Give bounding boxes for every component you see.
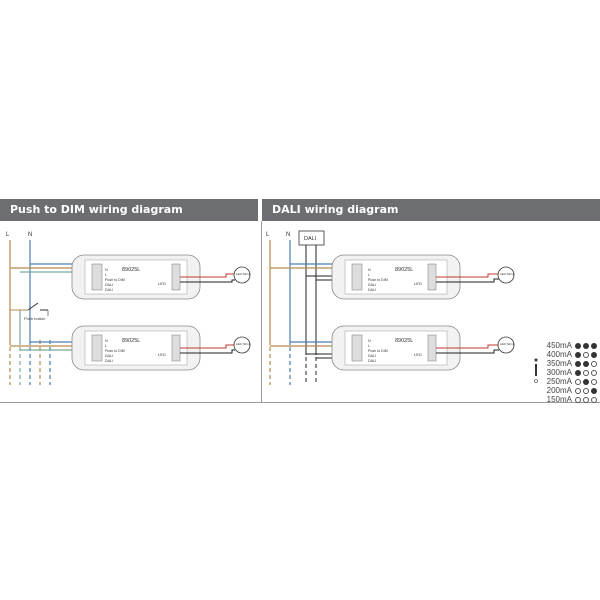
switch-on-icon [583,343,589,349]
switch-off-icon [583,388,589,394]
terminal-label: L [368,344,370,348]
switch-off-icon [591,379,597,385]
led-string-label: LED String [500,342,515,346]
terminal-label: DALI [368,288,376,292]
terminal-label: Push to DIM [368,349,388,353]
neutral-label: N [28,232,32,238]
legend-switch-states [575,378,599,387]
terminal-label: N [105,268,108,272]
terminal-label: L [368,273,370,277]
switch-off-icon [583,352,589,358]
terminal-label: DALI [368,354,376,358]
led-output-label: LED [414,352,422,357]
terminal-label: N [368,268,371,272]
dali-box-label: DALI [304,236,317,242]
led-string-dali-1: LED String [436,266,515,284]
led-string-label: LED String [236,272,251,276]
legend-current-label: 150mA [546,395,572,404]
led-output-label: LED [158,352,166,357]
switch-on-icon [591,352,597,358]
led-output-label: LED [158,281,166,286]
legend-current-label: 450mA [546,341,572,350]
terminal-label: DALI [105,354,113,358]
legend-row: 300mA [540,368,600,377]
legend-switch-states [575,360,599,369]
terminal-label: Push to DIM [105,278,125,282]
legend-row: 450mA [540,341,600,350]
driver-dali-2: 89025L N L Push to DIM DALI DALI LED [331,325,461,371]
legend-current-label: 350mA [546,359,572,368]
switch-off-icon [575,379,581,385]
push-to-dim-panel [0,221,262,403]
switch-on-icon [583,361,589,367]
switch-on-icon [591,343,597,349]
led-string-dali-2: LED String [436,336,515,354]
driver-model-label: 89025L [122,338,140,344]
terminal-label: DALI [105,283,113,287]
terminal-label: N [368,339,371,343]
legend-row: 250mA [540,377,600,386]
live-label: L [6,232,10,238]
switch-off-icon [583,370,589,376]
terminal-label: L [105,273,107,277]
switch-off-icon [583,397,589,403]
switch-on-icon [575,361,581,367]
legend-current-label: 200mA [546,386,572,395]
led-output-label: LED [414,281,422,286]
legend-switch-states [575,342,599,351]
terminal-label: DALI [105,288,113,292]
driver-dali-1: 89025L N L Push to DIM DALI DALI LED [331,254,461,300]
switch-on-icon [575,343,581,349]
switch-on-icon [575,352,581,358]
terminal-label: DALI [105,359,113,363]
legend-row: 200mA [540,386,600,395]
push-button: Push button [10,302,49,321]
legend-switch-states [575,396,599,405]
driver-push-1: 89025L N L Push to DIM DALI DALI LED [71,254,201,300]
legend-row: 350mA [540,359,600,368]
switch-off-icon [575,397,581,403]
led-string-push-2: LED String [180,336,251,354]
push-button-label: Push button [24,316,45,321]
legend-current-label: 300mA [546,368,572,377]
switch-on-icon [575,370,581,376]
switch-off-icon [591,397,597,403]
terminal-label: L [105,344,107,348]
led-string-label: LED String [236,342,251,346]
legend-switch-states [575,369,599,378]
legend-row: 150mA [540,395,600,404]
legend-row: 400mA [540,350,600,359]
neutral-label: N [286,232,290,238]
legend-current-label: 400mA [546,350,572,359]
dali-panel [262,221,600,403]
terminal-label: Push to DIM [368,278,388,282]
terminal-label: N [105,339,108,343]
push-to-dim-header: Push to DIM wiring diagram [0,199,258,221]
switch-on-icon [583,379,589,385]
dali-header: DALI wiring diagram [262,199,600,221]
switch-off-icon [591,361,597,367]
switch-off-icon [575,388,581,394]
led-string-label: LED String [500,272,515,276]
led-string-push-1: LED String [180,266,251,284]
switch-off-icon [591,370,597,376]
dali-controller-box: DALI [298,230,325,246]
driver-model-label: 89025L [395,338,413,344]
legend-switch-states [575,351,599,360]
driver-push-2: 89025L N L Push to DIM DALI DALI LED [71,325,201,371]
terminal-label: Push to DIM [105,349,125,353]
terminal-label: DALI [368,359,376,363]
dip-switch-icon [534,358,538,383]
legend-switch-states [575,387,599,396]
switch-on-icon [591,388,597,394]
driver-model-label: 89025L [395,267,413,273]
live-label: L [266,232,270,238]
terminal-label: DALI [368,283,376,287]
legend-current-label: 250mA [546,377,572,386]
driver-model-label: 89025L [122,267,140,273]
